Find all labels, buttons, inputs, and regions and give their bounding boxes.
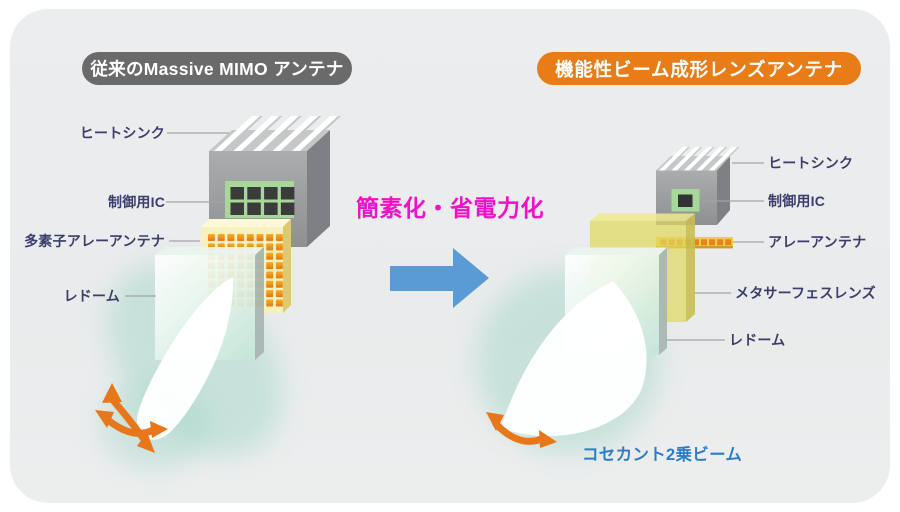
label-left-control-ic: 制御用IC bbox=[108, 194, 165, 210]
simplification-caption: 簡素化・省電力化 bbox=[356, 195, 544, 221]
beam-steering-arrows bbox=[95, 383, 168, 453]
right-callout-lines bbox=[666, 162, 764, 341]
heatsink-fins bbox=[214, 116, 341, 151]
lens-control-ic bbox=[671, 189, 700, 212]
lens-steering-arrow bbox=[486, 412, 557, 448]
label-right-array-antenna: アレーアンテナ bbox=[768, 234, 867, 250]
mimo-heatsink-box bbox=[209, 116, 341, 247]
label-left-array-antenna: 多素子アレーアンテナ bbox=[24, 233, 165, 249]
label-left-radome: レドーム bbox=[63, 288, 120, 304]
label-left-heatsink: ヒートシンク bbox=[79, 125, 165, 141]
left-title-badge: 従来のMassive MIMO アンテナ bbox=[82, 52, 352, 85]
mimo-control-ic bbox=[225, 181, 295, 218]
label-right-radome: レドーム bbox=[729, 332, 786, 348]
right-title-text: 機能性ビーム成形レンズアンテナ bbox=[555, 58, 843, 80]
label-right-heatsink: ヒートシンク bbox=[768, 155, 854, 171]
mimo-beam bbox=[136, 277, 234, 440]
label-right-metasurface-lens: メタサーフェスレンズ bbox=[735, 285, 876, 301]
heatsink-fins-small bbox=[659, 147, 740, 171]
right-title-badge: 機能性ビーム成形レンズアンテナ bbox=[537, 52, 861, 85]
transition-arrow bbox=[390, 248, 489, 308]
lens-antenna-illustration bbox=[476, 147, 764, 454]
lens-heatsink-box bbox=[656, 147, 740, 225]
cosecant-beam bbox=[501, 281, 647, 437]
cosecant-beam-label: コセカント2乗ビーム bbox=[582, 446, 743, 464]
left-callout-lines bbox=[125, 132, 229, 297]
label-right-control-ic: 制御用IC bbox=[768, 193, 825, 209]
left-title-text: 従来のMassive MIMO アンテナ bbox=[90, 59, 344, 79]
mimo-antenna-illustration bbox=[95, 116, 341, 470]
